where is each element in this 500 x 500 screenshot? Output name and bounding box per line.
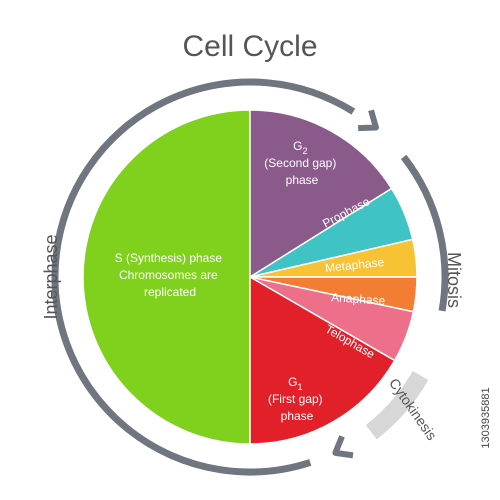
segment-g1-phase [249, 275, 396, 445]
mitosis-label: Mitosis [444, 252, 464, 308]
diagram-title: Cell Cycle [182, 30, 317, 63]
anaphase-label: Anaphase [331, 290, 386, 308]
metaphase-label: Metaphase [324, 255, 385, 275]
g1-label: G1 (First gap) phase [268, 375, 326, 423]
s-phase-label: S (Synthesis) phase Chromosomes are repl… [115, 251, 226, 299]
g2-label: G2 (Second gap) phase [264, 139, 339, 187]
cytokinesis-arrowhead [332, 435, 354, 459]
mitosis-arrow [400, 154, 449, 312]
interphase-arrow [51, 78, 356, 476]
cytokinesis-band [365, 370, 429, 440]
interphase-arrowhead [358, 109, 379, 132]
stock-id: 1303935881 [480, 387, 492, 448]
segment-s-phase [82, 109, 251, 445]
segment-g2-phase [249, 109, 393, 279]
interphase-label: Interphase [41, 234, 61, 319]
